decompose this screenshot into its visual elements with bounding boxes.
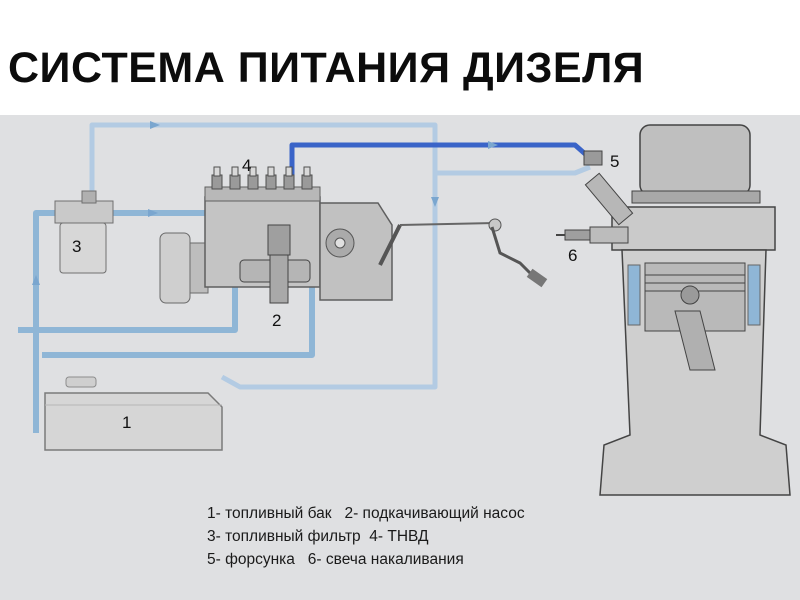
legend-line-2: 3- топливный фильтр 4- ТНВД [207,528,429,545]
tank-label: 1 [122,413,131,432]
page-title: СИСТЕМА ПИТАНИЯ ДИЗЕЛЯ [8,44,645,92]
engine [599,124,791,496]
feed-pump-label: 2 [272,311,281,330]
fuel-tank [44,376,223,451]
legend: 1- топливный бак 2- подкачивающий насос … [207,505,525,568]
injector-label: 5 [610,152,619,171]
flow-arrows [32,121,498,285]
legend-line-1: 1- топливный бак 2- подкачивающий насос [207,505,525,522]
glow-plug [556,226,629,244]
legend-line-3: 5- форсунка 6- свеча накаливания [207,551,464,568]
fuel-filter [54,190,114,274]
feed-pump [239,224,311,304]
injector [583,150,634,226]
injection-pump-label: 4 [242,156,251,175]
filter-label: 3 [72,237,81,256]
glow-plug-label: 6 [568,246,577,265]
fuel-system-diagram: 1 3 [0,115,800,600]
